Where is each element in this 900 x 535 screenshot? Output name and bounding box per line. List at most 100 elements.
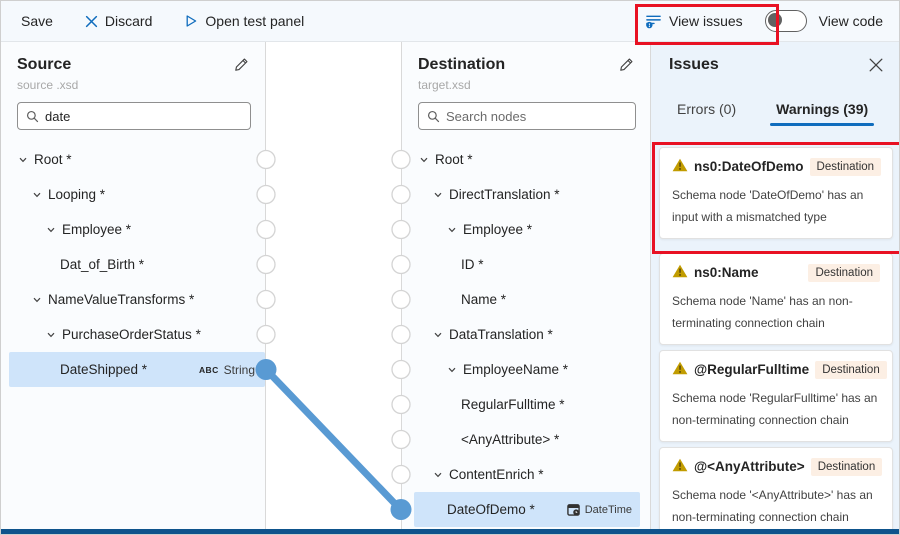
mapping-line[interactable]	[263, 367, 404, 512]
destination-badge: Destination	[808, 264, 880, 282]
search-icon	[26, 110, 39, 123]
tree-node-label: DataTranslation *	[449, 327, 553, 342]
tree-node-label: Root *	[435, 152, 473, 167]
tree-node-regularfulltime[interactable]: RegularFulltime *	[402, 387, 650, 422]
destination-edit-pencil-icon[interactable]	[617, 55, 636, 74]
tree-node-employeename[interactable]: EmployeeName *	[402, 352, 650, 387]
tree-node-looping[interactable]: Looping *	[1, 177, 265, 212]
tree-node-namevaluetransforms[interactable]: NameValueTransforms *	[1, 282, 265, 317]
destination-file-name: target.xsd	[418, 78, 471, 92]
tree-node-label: DirectTranslation *	[449, 187, 560, 202]
destination-panel-header: Destination target.xsd	[402, 42, 650, 92]
tree-node-label: Employee *	[62, 222, 132, 237]
save-button[interactable]: Save	[13, 7, 61, 35]
destination-panel: Destination target.xsd Root * DirectTrans…	[401, 42, 651, 529]
tree-node-contentenrich[interactable]: ContentEnrich *	[402, 457, 650, 492]
source-panel-title: Source	[17, 55, 72, 73]
toolbar: Save Discard Open test panel	[1, 1, 899, 42]
warning-message: Schema node 'Name' has an non-terminatin…	[672, 294, 853, 330]
tree-node-dat-of-birth[interactable]: Dat_of_Birth *	[1, 247, 265, 282]
chevron-down-icon[interactable]	[433, 470, 444, 480]
chevron-down-icon[interactable]	[18, 155, 29, 165]
destination-search[interactable]	[418, 102, 636, 130]
tree-node-label: Dat_of_Birth *	[60, 257, 145, 272]
tree-node-label: DateShipped *	[60, 362, 148, 377]
chevron-down-icon[interactable]	[46, 330, 57, 340]
chevron-down-icon[interactable]	[32, 295, 43, 305]
open-test-panel-button[interactable]: Open test panel	[176, 7, 312, 35]
warning-node-name: @<AnyAttribute>	[694, 459, 805, 474]
tree-node-label: ContentEnrich *	[449, 467, 544, 482]
warning-message: Schema node '<AnyAttribute>' has an non-…	[672, 488, 873, 524]
destination-panel-title: Destination	[418, 55, 506, 73]
destination-badge: Destination	[810, 458, 883, 476]
tree-node-directtranslation[interactable]: DirectTranslation *	[402, 177, 650, 212]
destination-search-input[interactable]	[446, 108, 627, 124]
view-code-toggle[interactable]	[764, 10, 807, 32]
tree-node-label: DateOfDemo *	[447, 502, 535, 517]
chevron-down-icon[interactable]	[433, 330, 444, 340]
destination-tree: Root * DirectTranslation * Employee * ID * N…	[402, 142, 650, 527]
tree-node-name[interactable]: Name *	[402, 282, 650, 317]
warning-icon	[672, 158, 688, 172]
search-icon	[427, 110, 440, 123]
type-badge-datetime: DateTime	[566, 503, 632, 516]
tree-node-label: EmployeeName *	[463, 362, 569, 377]
toolbar-right-group: View issues View code	[637, 7, 887, 35]
issues-tabs: Errors (0) Warnings (39)	[671, 100, 899, 126]
tree-node-employee[interactable]: Employee *	[1, 212, 265, 247]
tree-node-label: RegularFulltime *	[461, 397, 565, 412]
tree-node-label: Root *	[34, 152, 72, 167]
open-test-panel-label: Open test panel	[205, 13, 305, 29]
discard-x-icon	[85, 15, 98, 28]
type-badge-label: DateTime	[584, 503, 632, 516]
save-button-label: Save	[21, 13, 53, 29]
bottom-accent-bar	[1, 529, 899, 534]
view-issues-button[interactable]: View issues	[637, 7, 751, 35]
warning-icon	[672, 458, 688, 472]
tree-node-purchaseorderstatus[interactable]: PurchaseOrderStatus *	[1, 317, 265, 352]
tree-node-dateofdemo[interactable]: DateOfDemo * DateTime	[414, 492, 640, 527]
view-issues-label: View issues	[668, 13, 743, 29]
chevron-down-icon[interactable]	[447, 225, 458, 235]
abc-icon: ABC	[199, 364, 219, 375]
source-tree: Root * Looping * Employee * Dat_of_Birth * N…	[1, 142, 265, 387]
close-icon[interactable]	[867, 56, 885, 74]
warning-message: Schema node 'RegularFulltime' has an non…	[672, 391, 878, 427]
source-edit-pencil-icon[interactable]	[232, 55, 251, 74]
datetime-icon	[566, 503, 580, 516]
tree-node-root[interactable]: Root *	[1, 142, 265, 177]
chevron-down-icon[interactable]	[32, 190, 43, 200]
warning-icon	[672, 264, 688, 278]
tab-warnings[interactable]: Warnings (39)	[770, 100, 875, 126]
source-search-input[interactable]	[45, 108, 242, 124]
source-search[interactable]	[17, 102, 251, 130]
tab-errors[interactable]: Errors (0)	[671, 100, 742, 126]
tree-node-employee[interactable]: Employee *	[402, 212, 650, 247]
chevron-down-icon[interactable]	[46, 225, 57, 235]
issues-panel-header: Issues	[651, 42, 899, 74]
warning-node-name: ns0:Name	[694, 265, 759, 280]
tree-node-root[interactable]: Root *	[402, 142, 650, 177]
source-panel: Source source .xsd Root * Looping * Employ…	[1, 42, 266, 529]
tree-node-label: ID *	[461, 257, 484, 272]
tree-node-label: Looping *	[48, 187, 106, 202]
tree-node-datatranslation[interactable]: DataTranslation *	[402, 317, 650, 352]
chevron-down-icon[interactable]	[419, 155, 430, 165]
destination-badge: Destination	[809, 158, 882, 176]
discard-button[interactable]: Discard	[77, 7, 160, 35]
chevron-down-icon[interactable]	[447, 365, 458, 375]
chevron-down-icon[interactable]	[433, 190, 444, 200]
source-panel-header: Source source .xsd	[1, 42, 265, 92]
tree-node-anyattribute[interactable]: <AnyAttribute> *	[402, 422, 650, 457]
tree-node-id[interactable]: ID *	[402, 247, 650, 282]
warning-node-name: @RegularFulltime	[694, 362, 810, 377]
source-file-name: source .xsd	[17, 78, 79, 92]
